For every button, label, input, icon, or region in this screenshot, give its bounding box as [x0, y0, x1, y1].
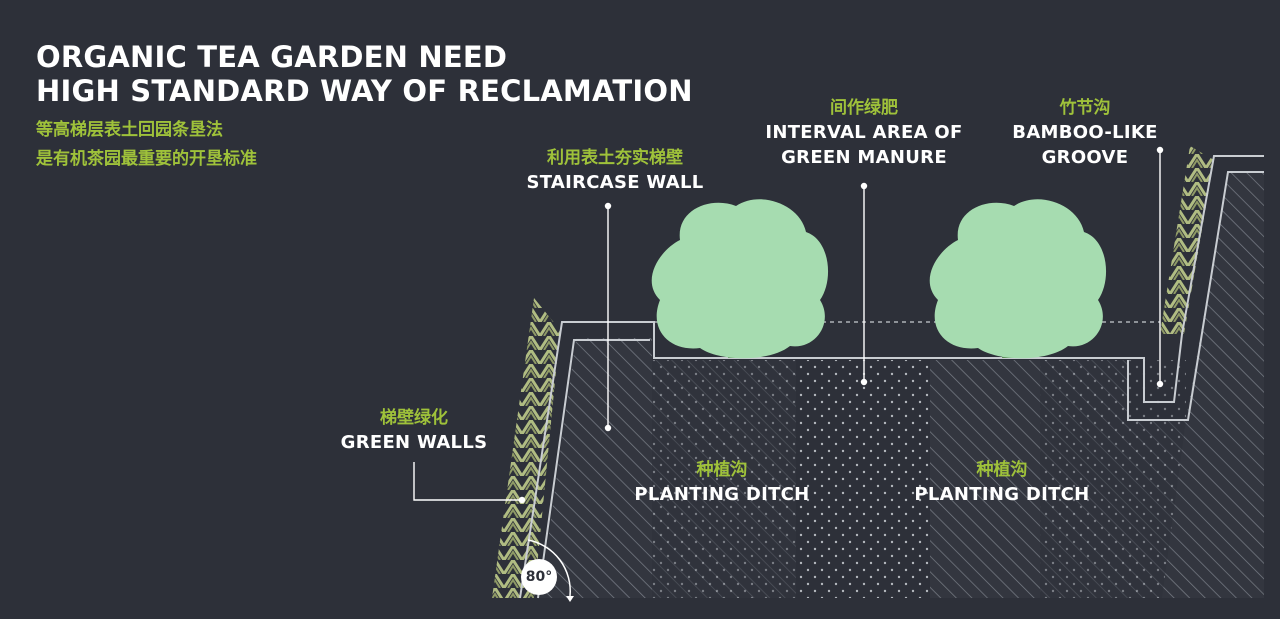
- angle-indicator: [521, 539, 574, 602]
- label-staircase-wall-en: STAIRCASE WALL: [526, 172, 704, 193]
- label-green-walls-cn: 梯壁绿化: [380, 408, 448, 428]
- label-green-walls: 梯壁绿化 GREEN WALLS: [334, 406, 494, 455]
- title-line-2: HIGH STANDARD WAY OF RECLAMATION: [36, 74, 693, 108]
- label-bamboo-groove: 竹节沟 BAMBOO-LIKE GROOVE: [1000, 96, 1170, 170]
- label-green-manure-cn: 间作绿肥: [830, 98, 898, 118]
- angle-label: 80°: [525, 569, 553, 585]
- green-manure-area: [652, 360, 1186, 598]
- label-planting-ditch-1-cn: 种植沟: [696, 460, 748, 480]
- tea-shrub-right: [929, 199, 1107, 359]
- subtitle-line-1: 等高梯层表土回园条垦法: [36, 120, 223, 140]
- green-wall-grass-left: [492, 298, 560, 598]
- leader-lines: [413, 146, 1164, 504]
- page-title: ORGANIC TEA GARDEN NEED HIGH STANDARD WA…: [36, 40, 693, 108]
- title-line-1: ORGANIC TEA GARDEN NEED: [36, 40, 508, 74]
- label-green-manure-en-2: GREEN MANURE: [781, 147, 947, 168]
- label-green-manure-en-1: INTERVAL AREA OF: [765, 122, 963, 143]
- label-planting-ditch-1: 种植沟 PLANTING DITCH: [624, 458, 820, 507]
- upper-terrace-soil: [1162, 172, 1264, 598]
- label-planting-ditch-2: 种植沟 PLANTING DITCH: [904, 458, 1100, 507]
- tea-shrub-left: [651, 199, 829, 359]
- label-green-manure: 间作绿肥 INTERVAL AREA OF GREEN MANURE: [748, 96, 980, 170]
- label-green-walls-en: GREEN WALLS: [340, 432, 488, 453]
- page-subtitle: 等高梯层表土回园条垦法 是有机茶园最重要的开垦标准: [36, 116, 257, 174]
- label-staircase-wall: 利用表土夯实梯壁 STAIRCASE WALL: [518, 146, 712, 195]
- label-staircase-wall-cn: 利用表土夯实梯壁: [547, 148, 683, 168]
- label-planting-ditch-1-en: PLANTING DITCH: [634, 484, 810, 505]
- label-planting-ditch-2-cn: 种植沟: [976, 460, 1028, 480]
- label-planting-ditch-2-en: PLANTING DITCH: [914, 484, 1090, 505]
- label-bamboo-groove-cn: 竹节沟: [1059, 98, 1111, 118]
- label-bamboo-groove-en-2: GROOVE: [1041, 147, 1129, 168]
- label-bamboo-groove-en-1: BAMBOO-LIKE: [1012, 122, 1158, 143]
- subtitle-line-2: 是有机茶园最重要的开垦标准: [36, 149, 257, 169]
- green-wall-grass-right: [1160, 146, 1214, 334]
